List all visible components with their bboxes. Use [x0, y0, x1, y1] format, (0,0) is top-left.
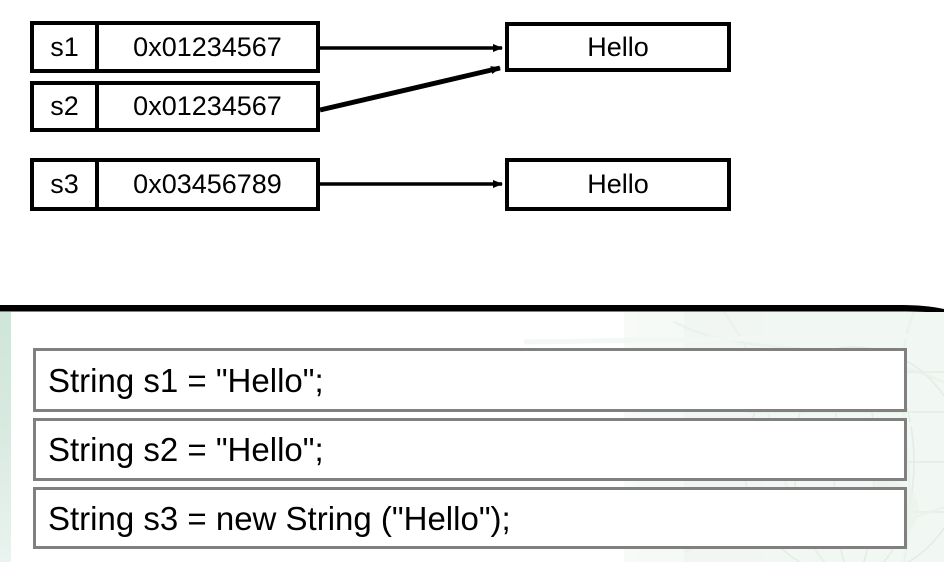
stack-variable-s1: s1 0x01234567 [30, 21, 320, 73]
arrow-s2-to-heap1 [319, 65, 501, 113]
stack-variable-s2: s2 0x01234567 [30, 81, 320, 132]
heap-object-2: Hello [505, 158, 731, 211]
stack-variable-s2-value: 0x01234567 [133, 91, 282, 121]
code-line-2: String s2 = "Hello"; [33, 418, 907, 481]
stack-variable-s1-name: s1 [34, 25, 99, 69]
stack-variable-s2-name: s2 [34, 85, 99, 128]
heap-object-1: Hello [505, 22, 731, 72]
stack-variable-s3-value: 0x03456789 [133, 169, 282, 199]
stack-variable-s3: s3 0x03456789 [30, 158, 320, 211]
code-line-1: String s1 = "Hello"; [33, 348, 907, 412]
decorative-green-strip [0, 312, 11, 562]
stack-variable-s1-value: 0x01234567 [133, 31, 282, 62]
code-listing-panel: String s1 = "Hello"; String s2 = "Hello"… [0, 312, 944, 562]
reference-diagram: s1 0x01234567 s2 0x01234567 s3 0x0345678… [30, 21, 731, 211]
code-line-3: String s3 = new String ("Hello"); [33, 487, 907, 549]
stack-variable-s3-name: s3 [34, 162, 99, 207]
